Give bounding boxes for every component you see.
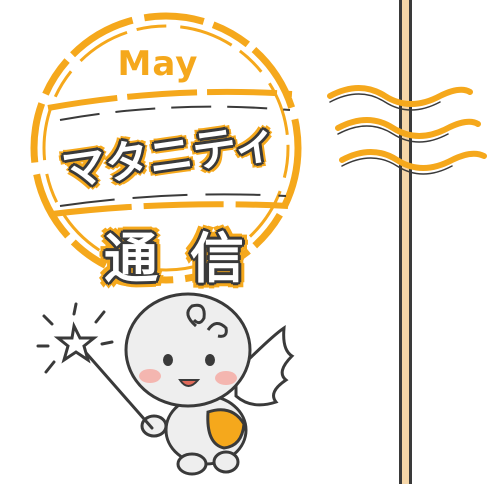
wavy-lines-icon bbox=[327, 85, 487, 171]
stamp-month: May bbox=[117, 44, 199, 84]
stamp-subtitle: 通信 bbox=[104, 227, 276, 290]
magic-wand-icon bbox=[36, 302, 154, 430]
angel-baby-icon bbox=[124, 292, 295, 476]
pole bbox=[399, 0, 412, 484]
